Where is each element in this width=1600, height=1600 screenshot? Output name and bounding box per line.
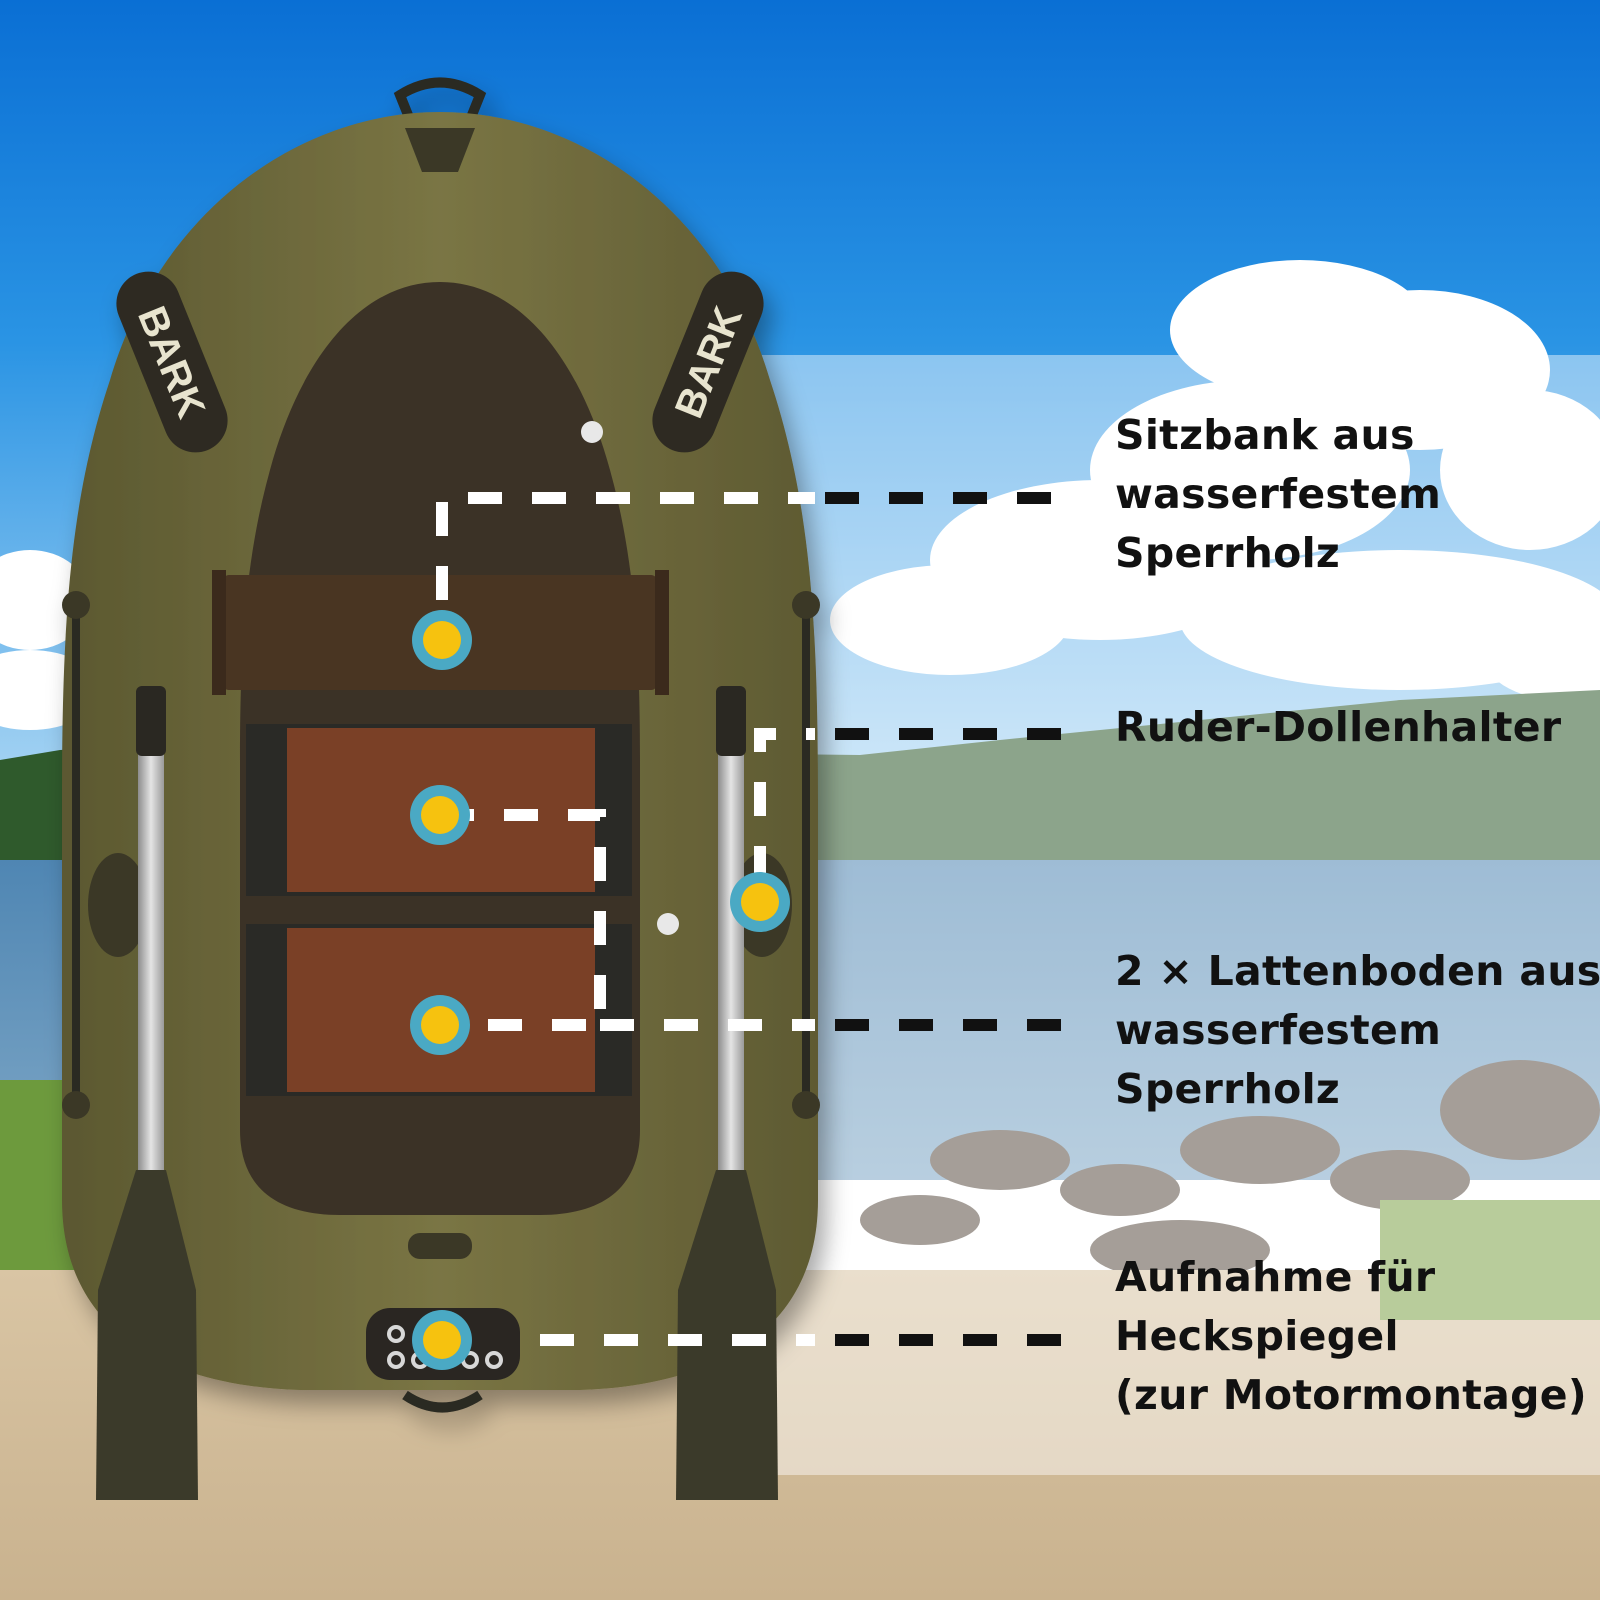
valve-top bbox=[581, 421, 603, 443]
leader-line-floor bbox=[440, 809, 1080, 1031]
stern-handle-inner bbox=[408, 1233, 472, 1259]
callout-line: (zur Motormontage) bbox=[1115, 1371, 1587, 1419]
marker-oarlock[interactable] bbox=[730, 872, 790, 932]
rope-anchor bbox=[792, 1091, 820, 1119]
grass-right bbox=[1380, 1200, 1600, 1320]
callout-line: Sperrholz bbox=[1115, 529, 1341, 577]
callout-line: 2 × Lattenboden aus bbox=[1115, 947, 1600, 995]
info-panel-overlay bbox=[760, 355, 1600, 1475]
seat-bracket bbox=[655, 570, 669, 695]
callout-line: Sperrholz bbox=[1115, 1065, 1341, 1113]
callout-line: wasserfestem bbox=[1115, 470, 1442, 518]
callout-line: Ruder-Dollenhalter bbox=[1115, 703, 1562, 751]
callout-seat: Sitzbank aus wasserfestem Sperrholz bbox=[1115, 406, 1441, 583]
marker-seat[interactable] bbox=[412, 610, 472, 670]
rope-anchor bbox=[62, 1091, 90, 1119]
oarlock-left bbox=[88, 853, 148, 957]
callout-oarlock: Ruder-Dollenhalter bbox=[1115, 698, 1561, 757]
stern-handle bbox=[402, 1390, 483, 1413]
bow-handle bbox=[393, 77, 487, 130]
marker-floorboard-front[interactable] bbox=[410, 785, 470, 845]
leader-line-seat bbox=[436, 492, 1080, 600]
leader-line-oarlock bbox=[754, 728, 1080, 880]
callout-line: Aufnahme für bbox=[1115, 1253, 1436, 1301]
seat-bracket bbox=[212, 570, 226, 695]
oar-left bbox=[96, 686, 198, 1500]
clouds bbox=[0, 260, 1600, 730]
valve-middle bbox=[657, 913, 679, 935]
callout-transom: Aufnahme für Heckspiegel (zur Motormonta… bbox=[1115, 1248, 1587, 1425]
marker-transom[interactable] bbox=[412, 1310, 472, 1370]
callout-floorboards: 2 × Lattenboden aus wasserfestem Sperrho… bbox=[1115, 942, 1600, 1119]
rope-anchor bbox=[792, 591, 820, 619]
callout-line: Heckspiegel bbox=[1115, 1312, 1399, 1360]
marker-floorboard-rear[interactable] bbox=[410, 995, 470, 1055]
bow-patch bbox=[405, 128, 475, 172]
inflatable-boat: BARK BARK bbox=[62, 77, 820, 1413]
oar-right bbox=[676, 686, 778, 1500]
rope-anchor bbox=[62, 591, 90, 619]
callout-line: Sitzbank aus bbox=[1115, 411, 1415, 459]
callout-line: wasserfestem bbox=[1115, 1006, 1442, 1054]
